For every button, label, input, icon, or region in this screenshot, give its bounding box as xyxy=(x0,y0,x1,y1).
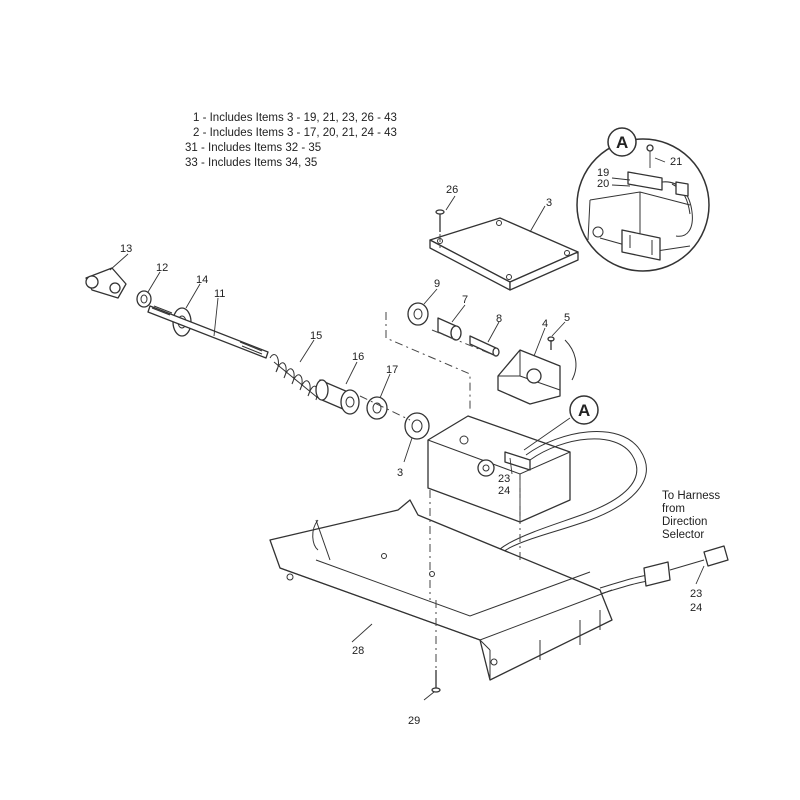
callout-23-box: 23 xyxy=(498,473,510,485)
harness-note-line-2: from xyxy=(662,503,685,515)
detail-a-inset: A 21 19 20 xyxy=(576,127,710,272)
screw-5 xyxy=(547,336,555,350)
spacer-3 xyxy=(404,412,430,440)
legend-line-4: 33 - Includes Items 34, 35 xyxy=(185,157,318,169)
callout-19: 19 xyxy=(597,167,609,179)
screw-29 xyxy=(431,600,441,693)
washer-17 xyxy=(366,396,388,420)
callout-20: 20 xyxy=(597,178,609,190)
callout-12: 12 xyxy=(156,262,168,274)
harness-note-line-1: To Harness xyxy=(662,490,721,502)
callout-3-top: 3 xyxy=(546,197,552,209)
base-bracket-28 xyxy=(269,499,613,681)
detail-a-marker: A xyxy=(523,395,599,451)
callout-24-box: 24 xyxy=(498,485,510,497)
detail-a-main-label: A xyxy=(578,401,590,420)
cover-plate xyxy=(429,217,579,291)
callout-13: 13 xyxy=(120,243,132,255)
spring-15 xyxy=(269,354,319,401)
callout-17: 17 xyxy=(386,364,398,376)
harness-note-line-3: Direction xyxy=(662,516,708,528)
callout-numbers: 3 26 13 12 14 11 15 16 17 9 7 8 4 5 3 23… xyxy=(120,184,702,727)
legend-line-2: 2 - Includes Items 3 - 17, 20, 21, 24 - … xyxy=(193,127,397,139)
bushing-16 xyxy=(315,379,360,415)
detail-a-inset-label: A xyxy=(616,133,628,152)
callout-7: 7 xyxy=(462,294,468,306)
leader-lines xyxy=(109,195,705,701)
callout-23-right: 23 xyxy=(690,588,702,600)
switch-mount-4 xyxy=(497,339,577,405)
callout-11: 11 xyxy=(214,288,225,300)
callout-29: 29 xyxy=(408,715,420,727)
nut-12 xyxy=(136,290,152,308)
clevis-13 xyxy=(85,267,127,299)
callout-15: 15 xyxy=(310,330,322,342)
callout-28: 28 xyxy=(352,645,364,657)
screw-26 xyxy=(435,209,445,250)
callout-8: 8 xyxy=(496,313,502,325)
legend-line-1: 1 - Includes Items 3 - 19, 21, 23, 26 - … xyxy=(193,112,397,124)
center-lines xyxy=(359,312,521,600)
callout-26: 26 xyxy=(446,184,458,196)
callout-14: 14 xyxy=(196,274,208,286)
callout-5: 5 xyxy=(564,312,570,324)
legend-line-3: 31 - Includes Items 32 - 35 xyxy=(185,142,322,154)
callout-24-right: 24 xyxy=(690,602,702,614)
callout-3-left: 3 xyxy=(397,467,403,479)
harness-note-line-4: Selector xyxy=(662,529,705,541)
callout-9: 9 xyxy=(434,278,440,290)
housing xyxy=(427,415,571,523)
rod-11 xyxy=(147,305,269,359)
harness-note: To Harness from Direction Selector xyxy=(662,490,720,542)
callout-21: 21 xyxy=(670,156,682,168)
callout-4: 4 xyxy=(542,318,548,330)
bearing-9 xyxy=(407,302,429,326)
pin-8 xyxy=(469,335,500,357)
callout-16: 16 xyxy=(352,351,364,363)
